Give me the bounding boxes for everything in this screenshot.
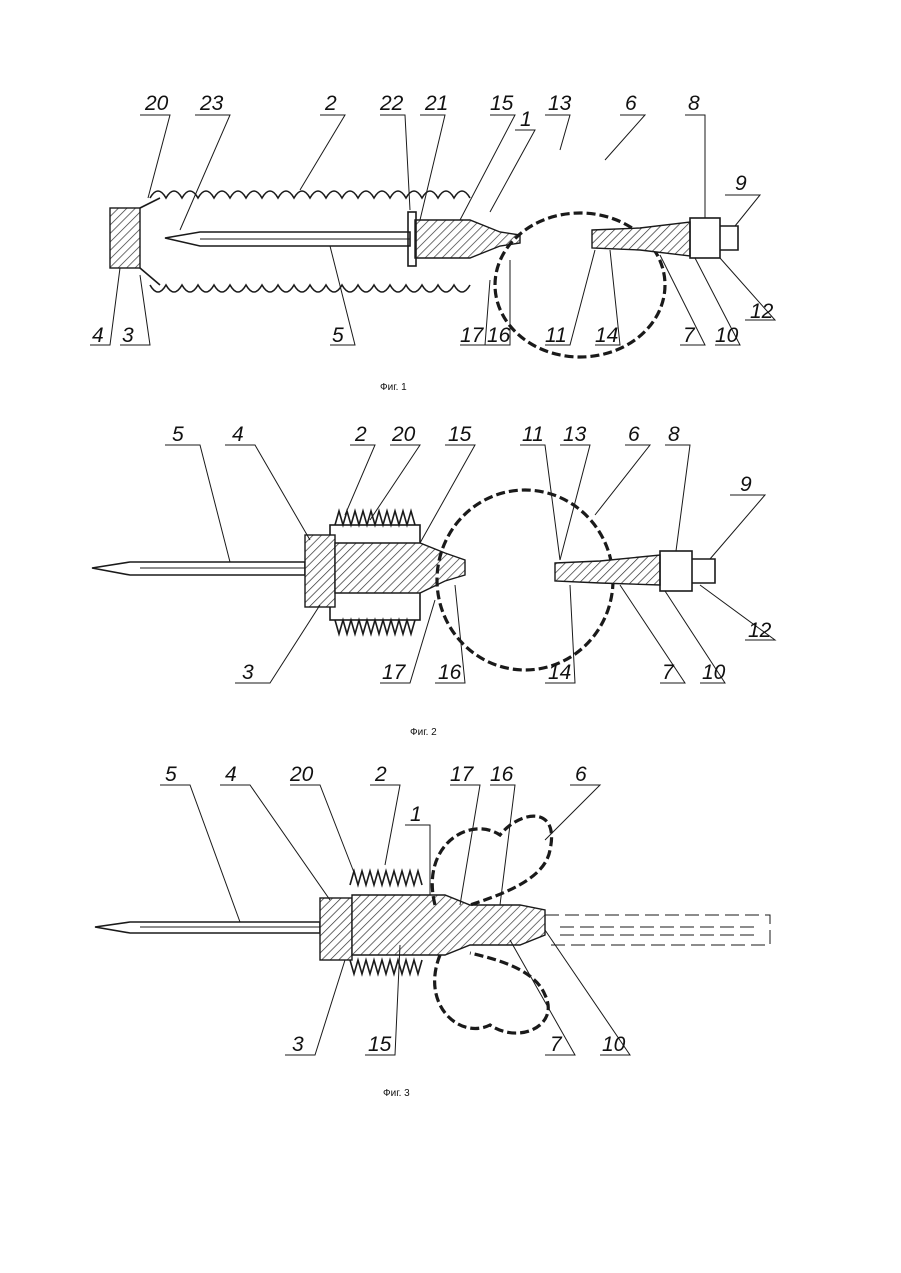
label-14: 14	[595, 324, 618, 347]
label-9: 9	[740, 473, 752, 496]
label-3: 3	[292, 1033, 304, 1056]
label-15: 15	[368, 1033, 392, 1056]
label-8: 8	[668, 423, 680, 446]
label-3: 3	[122, 324, 134, 347]
label-7: 7	[683, 324, 696, 347]
cap-tip	[692, 559, 715, 583]
hub	[335, 543, 465, 593]
cap-flange	[140, 198, 160, 285]
label-21: 21	[424, 92, 448, 115]
label-15: 15	[448, 423, 472, 446]
connector-cap	[690, 218, 720, 258]
label-2: 2	[324, 92, 337, 115]
bellows-compressed-bottom	[335, 620, 415, 634]
label-11: 11	[522, 423, 544, 446]
figure-3: 5 4 20 2 1 17 16 6 3 15 7 10 Фиг. 3	[0, 755, 901, 1105]
label-10: 10	[602, 1033, 626, 1056]
label-6: 6	[575, 763, 587, 786]
cap-tip	[720, 226, 738, 250]
figure-1-caption: Фиг. 1	[380, 382, 407, 393]
label-17: 17	[382, 661, 407, 684]
figure-2-caption: Фиг. 2	[410, 727, 437, 738]
hub	[352, 895, 545, 955]
label-9: 9	[735, 172, 747, 195]
figure-3-caption: Фиг. 3	[383, 1088, 410, 1099]
balloon-lower	[435, 953, 549, 1033]
bellows-compressed-bottom	[350, 960, 422, 974]
figure-3-drawing: 5 4 20 2 1 17 16 6 3 15 7 10	[0, 755, 901, 1085]
label-16: 16	[490, 763, 514, 786]
leader-lines-top	[140, 115, 760, 230]
label-7: 7	[662, 661, 675, 684]
label-5: 5	[172, 423, 184, 446]
cap-block	[110, 208, 140, 268]
figure-1-labels-bottom: 4 3 5 17 16 11 14 7 10 12	[92, 300, 774, 347]
label-8: 8	[688, 92, 700, 115]
label-7: 7	[550, 1033, 563, 1056]
label-5: 5	[165, 763, 177, 786]
figure-2-labels: 5 4 2 20 15 11 13 6 8 9 3 17 16 14 7 10 …	[172, 423, 772, 684]
label-2: 2	[354, 423, 367, 446]
label-2: 2	[374, 763, 387, 786]
label-22: 22	[379, 92, 404, 115]
label-11: 11	[545, 324, 567, 347]
figure-1-labels-top: 20 23 2 22 21 15 1 13 6 8 9	[144, 92, 747, 195]
label-16: 16	[438, 661, 462, 684]
label-20: 20	[144, 92, 169, 115]
connector	[592, 222, 690, 256]
label-20: 20	[289, 763, 314, 786]
label-12: 12	[748, 619, 772, 642]
label-4: 4	[92, 324, 104, 347]
leader-lines-bottom	[90, 246, 775, 345]
bellows-outline-top	[150, 191, 470, 198]
figure-2: 5 4 2 20 15 11 13 6 8 9 3 17 16 14 7 10 …	[0, 415, 901, 745]
label-13: 13	[563, 423, 587, 446]
label-23: 23	[199, 92, 224, 115]
label-17: 17	[460, 324, 485, 347]
label-20: 20	[391, 423, 416, 446]
label-1: 1	[410, 803, 422, 826]
label-16: 16	[487, 324, 511, 347]
syringe-lines	[560, 927, 760, 935]
label-4: 4	[225, 763, 237, 786]
connector	[555, 555, 660, 585]
connector-cap	[660, 551, 692, 591]
label-15: 15	[490, 92, 514, 115]
label-3: 3	[242, 661, 254, 684]
bellows-compressed-top	[350, 871, 422, 885]
label-17: 17	[450, 763, 475, 786]
label-10: 10	[715, 324, 739, 347]
bellows-outline-bottom	[150, 285, 470, 292]
label-14: 14	[548, 661, 571, 684]
label-12: 12	[750, 300, 774, 323]
label-10: 10	[702, 661, 726, 684]
label-5: 5	[332, 324, 344, 347]
label-6: 6	[625, 92, 637, 115]
cap-block	[305, 535, 335, 607]
leader-lines	[165, 445, 775, 683]
figure-2-drawing: 5 4 2 20 15 11 13 6 8 9 3 17 16 14 7 10 …	[0, 415, 901, 725]
label-4: 4	[232, 423, 244, 446]
cap-block	[320, 898, 352, 960]
figure-1: 20 23 2 22 21 15 1 13 6 8 9 4 3 5 17 16 …	[0, 80, 901, 400]
syringe-outline	[545, 915, 770, 945]
label-1: 1	[520, 108, 532, 131]
balloon-upper	[432, 816, 551, 905]
label-6: 6	[628, 423, 640, 446]
label-13: 13	[548, 92, 572, 115]
figure-1-drawing: 20 23 2 22 21 15 1 13 6 8 9 4 3 5 17 16 …	[0, 80, 901, 380]
